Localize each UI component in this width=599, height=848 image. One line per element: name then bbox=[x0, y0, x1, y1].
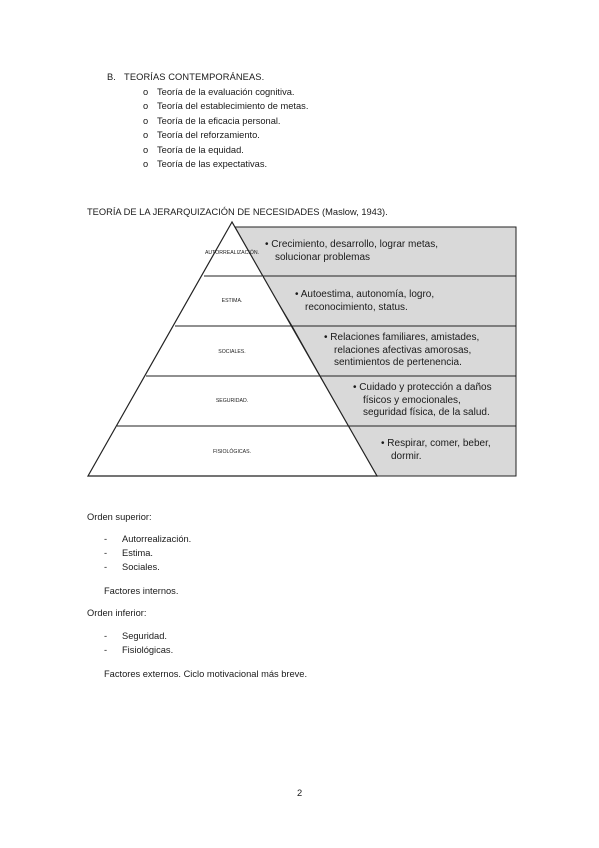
dash-icon: - bbox=[104, 645, 108, 655]
section-marker: B. bbox=[107, 72, 116, 82]
list-item: - Autorrealización. bbox=[104, 534, 191, 544]
description-line: • Crecimiento, desarrollo, lograr metas, bbox=[265, 239, 439, 250]
level-description-sociales: • Relaciones familiares, amistades, rela… bbox=[324, 332, 479, 370]
description-line: seguridad física, de la salud. bbox=[363, 407, 490, 418]
list-item: - Estima. bbox=[104, 548, 153, 558]
list-item-text: Teoría de la evaluación cognitiva. bbox=[157, 87, 295, 97]
list-item: o Teoría de la eficacia personal. bbox=[143, 116, 281, 126]
description-line: sentimientos de pertenencia. bbox=[334, 357, 462, 368]
bullet-icon: o bbox=[143, 87, 149, 97]
orden-inferior-title: Orden inferior: bbox=[87, 608, 147, 618]
list-item-text: Teoría del reforzamiento. bbox=[157, 130, 260, 140]
level-label-seguridad: SEGURIDAD. bbox=[216, 398, 248, 404]
list-item: o Teoría de la evaluación cognitiva. bbox=[143, 87, 294, 97]
description-line: • Cuidado y protección a daños bbox=[353, 382, 492, 393]
description-line: • Respirar, comer, beber, bbox=[381, 438, 491, 449]
bullet-icon: o bbox=[143, 116, 149, 126]
dash-icon: - bbox=[104, 562, 108, 572]
dash-icon: - bbox=[104, 631, 108, 641]
list-item-text: Seguridad. bbox=[122, 631, 167, 641]
list-item: o Teoría de las expectativas. bbox=[143, 159, 267, 169]
bullet-icon: o bbox=[143, 159, 149, 169]
level-label-fisiologicas: FISIOLÓGICAS. bbox=[213, 448, 251, 455]
level-description-seguridad: • Cuidado y protección a daños físicos y… bbox=[353, 382, 492, 420]
level-description-estima: • Autoestima, autonomía, logro, reconoci… bbox=[295, 289, 434, 314]
description-line: físicos y emocionales, bbox=[363, 394, 461, 406]
pyramid-triangle bbox=[86, 220, 379, 477]
list-item: o Teoría de la equidad. bbox=[143, 145, 244, 155]
orden-inferior-note: Factores externos. Ciclo motivacional má… bbox=[104, 669, 308, 679]
section-title: TEORÍAS CONTEMPORÁNEAS. bbox=[124, 72, 265, 82]
list-item: o Teoría del reforzamiento. bbox=[143, 130, 260, 140]
description-line: dormir. bbox=[391, 450, 422, 462]
page-number: 2 bbox=[297, 788, 303, 798]
bullet-icon: o bbox=[143, 145, 149, 155]
level-label-sociales: SOCIALES. bbox=[218, 349, 245, 355]
dash-icon: - bbox=[104, 548, 108, 558]
orden-superior-note: Factores internos. bbox=[104, 586, 179, 596]
list-item-text: Sociales. bbox=[122, 562, 160, 572]
bullet-icon: o bbox=[143, 101, 149, 111]
diagram-heading: TEORÍA DE LA JERARQUIZACIÓN DE NECESIDAD… bbox=[87, 207, 388, 217]
list-item: - Sociales. bbox=[104, 562, 160, 572]
list-item: - Fisiológicas. bbox=[104, 645, 173, 655]
list-item-text: Teoría de las expectativas. bbox=[157, 159, 268, 169]
level-description-autorrealizacion: • Crecimiento, desarrollo, lograr metas,… bbox=[265, 239, 438, 264]
list-item-text: Estima. bbox=[122, 548, 153, 558]
list-item-text: Teoría del establecimiento de metas. bbox=[157, 101, 309, 111]
description-line: relaciones afectivas amorosas, bbox=[334, 344, 472, 356]
section-heading: B. TEORÍAS CONTEMPORÁNEAS. bbox=[107, 72, 264, 82]
list-item-text: Autorrealización. bbox=[122, 534, 192, 544]
description-line: • Autoestima, autonomía, logro, bbox=[295, 289, 435, 300]
description-line: solucionar problemas bbox=[275, 251, 371, 263]
list-item-text: Fisiológicas. bbox=[122, 645, 174, 655]
dash-icon: - bbox=[104, 534, 108, 544]
description-line: reconocimiento, status. bbox=[305, 301, 408, 313]
level-description-fisiologicas: • Respirar, comer, beber, dormir. bbox=[381, 438, 491, 463]
list-item-text: Teoría de la eficacia personal. bbox=[157, 116, 281, 126]
bullet-icon: o bbox=[143, 130, 149, 140]
list-item: - Seguridad. bbox=[104, 631, 167, 641]
list-item: o Teoría del establecimiento de metas. bbox=[143, 101, 308, 111]
level-label-autorrealizacion: AUTORREALIZACIÓN. bbox=[205, 249, 259, 256]
level-label-estima: ESTIMA. bbox=[222, 298, 243, 304]
list-item-text: Teoría de la equidad. bbox=[157, 145, 244, 155]
orden-superior-title: Orden superior: bbox=[87, 512, 152, 522]
description-line: • Relaciones familiares, amistades, bbox=[324, 332, 480, 343]
